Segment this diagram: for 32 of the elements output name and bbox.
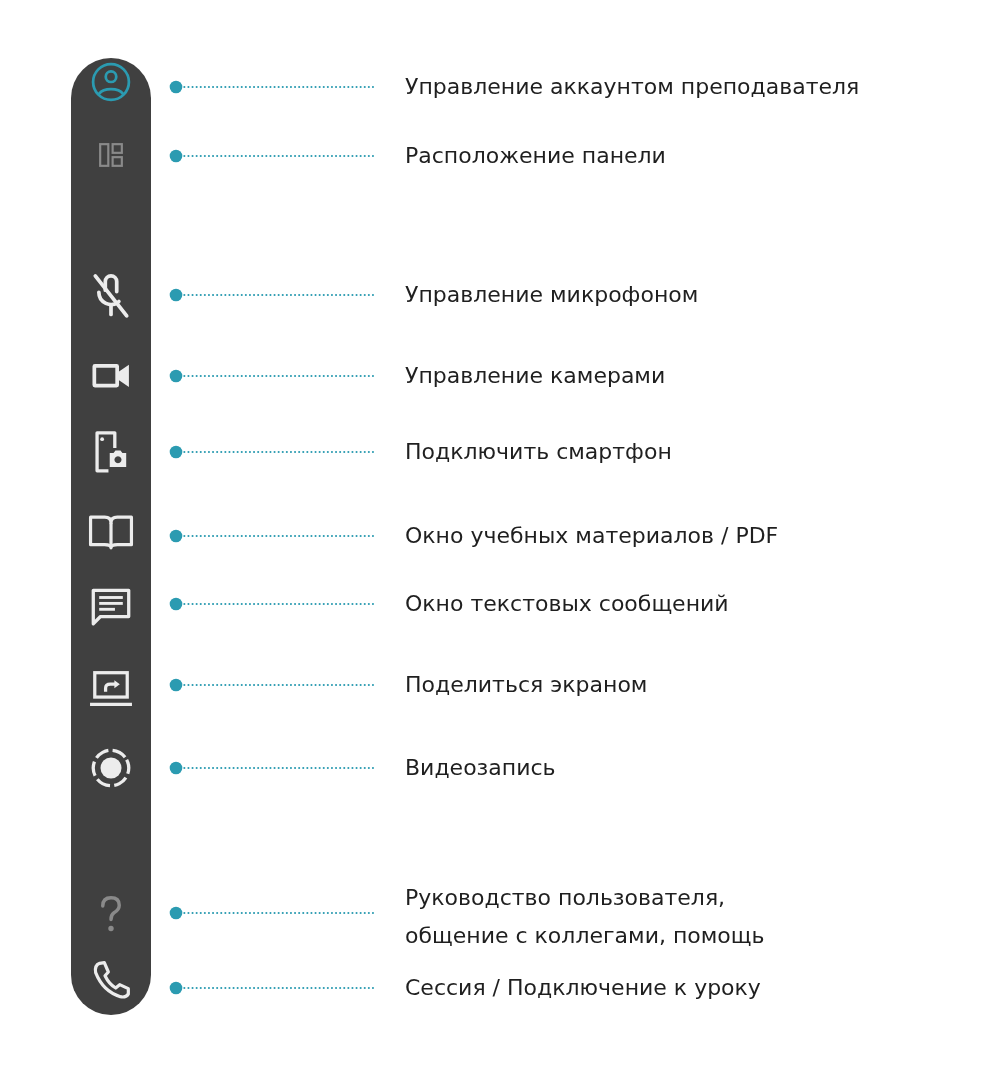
video-camera-icon: [90, 361, 132, 391]
leader-line: [169, 149, 374, 163]
user-account-icon: [91, 62, 131, 102]
record-icon: [90, 747, 132, 789]
callout-label: Управление камерами: [405, 357, 666, 395]
open-book-icon: [88, 514, 134, 550]
callout-label: Поделиться экраном: [405, 666, 648, 704]
leader-line: [169, 761, 374, 775]
leader-line: [169, 597, 374, 611]
callout-label: Окно текстовых сообщений: [405, 585, 729, 623]
leader-line: [169, 906, 374, 920]
leader-line: [169, 80, 374, 94]
screen-share-icon: [88, 670, 134, 708]
leader-line: [169, 288, 374, 302]
leader-line: [169, 678, 374, 692]
help-icon: [99, 893, 123, 933]
callout-label: Видеозапись: [405, 749, 556, 787]
leader-line: [169, 529, 374, 543]
callout-label: Руководство пользователя, общение с коллегами, помощь: [405, 879, 825, 955]
phone-icon: [91, 960, 131, 1000]
leader-line: [169, 981, 374, 995]
callout-label: Окно учебных материалов / PDF: [405, 517, 779, 555]
callout-label: Сессия / Подключение к уроку: [405, 969, 761, 1007]
callout-label: Подключить смартфон: [405, 433, 672, 471]
layout-icon: [98, 142, 124, 168]
callout-label: Расположение панели: [405, 137, 666, 175]
leader-line: [169, 445, 374, 459]
callout-label: Управление микрофоном: [405, 276, 699, 314]
callout-label: Управление аккаунтом преподавателя: [405, 68, 860, 106]
microphone-off-icon: [91, 273, 131, 319]
chat-message-icon: [90, 587, 132, 627]
leader-line: [169, 369, 374, 383]
